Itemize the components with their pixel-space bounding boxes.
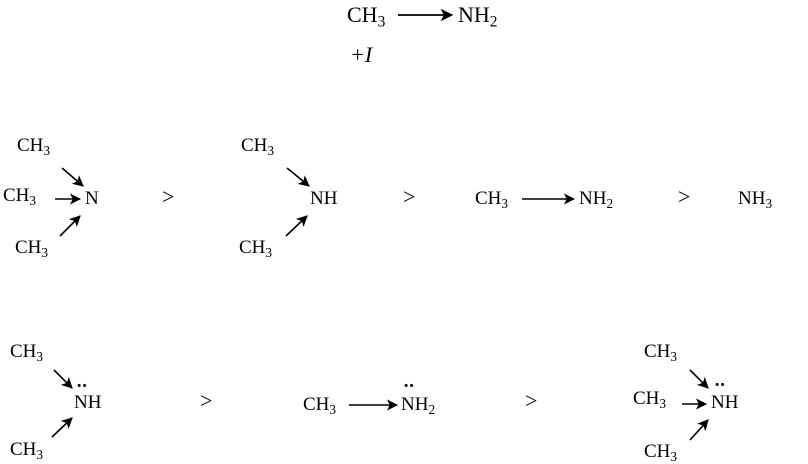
r2-sec-methyl-1: CH3 <box>10 341 44 364</box>
r1-greater-than-2: > <box>403 184 416 209</box>
r2-tert-methyl-2: CH3 <box>633 388 667 411</box>
r2-tert-lone-pair: ·· <box>714 375 726 396</box>
r1-ammonia: NH3 <box>738 188 773 211</box>
r2-prim-methyl: CH3 <box>303 394 337 417</box>
r2-sec-methyl-2: CH3 <box>10 439 44 462</box>
r2-sec-arrow-2 <box>51 417 73 438</box>
r1-sec-arrow-2 <box>285 215 308 237</box>
r2-prim-amine: NH2 <box>401 394 436 417</box>
r2-sec-lone-pair: ·· <box>76 376 88 397</box>
r2-tert-nh: NH <box>711 392 739 413</box>
r1-sec-nh: NH <box>310 188 338 209</box>
r2-tert-arrow-3 <box>689 419 709 441</box>
r1-greater-than-1: > <box>162 184 175 209</box>
inductive-effect-label: +I <box>350 42 373 67</box>
r2-sec-arrow-1 <box>53 369 73 389</box>
r1-tert-methyl-1: CH3 <box>17 135 51 158</box>
r2-tert-methyl-3: CH3 <box>644 441 678 464</box>
r1-prim-amine: NH2 <box>579 188 614 211</box>
r2-prim-lone-pair: ·· <box>403 376 415 397</box>
r1-tert-arrow-1 <box>61 167 84 187</box>
top-amine: NH2 <box>458 2 498 31</box>
top-methyl: CH3 <box>347 2 386 31</box>
r1-sec-arrow-1 <box>286 167 310 187</box>
r1-sec-methyl-2: CH3 <box>239 237 273 260</box>
r1-tert-arrow-3 <box>59 215 81 237</box>
r2-greater-than-1: > <box>200 388 213 413</box>
r2-greater-than-2: > <box>525 388 538 413</box>
r1-prim-methyl: CH3 <box>475 188 509 211</box>
r2-tert-methyl-1: CH3 <box>644 341 678 364</box>
r1-tert-methyl-3: CH3 <box>15 237 49 260</box>
r2-sec-nh: NH <box>74 392 102 413</box>
r1-tert-methyl-2: CH3 <box>3 185 37 208</box>
r1-greater-than-3: > <box>678 184 691 209</box>
r2-tert-arrow-1 <box>689 369 709 389</box>
r1-sec-methyl-1: CH3 <box>241 135 275 158</box>
r1-tert-nitrogen: N <box>85 188 99 209</box>
